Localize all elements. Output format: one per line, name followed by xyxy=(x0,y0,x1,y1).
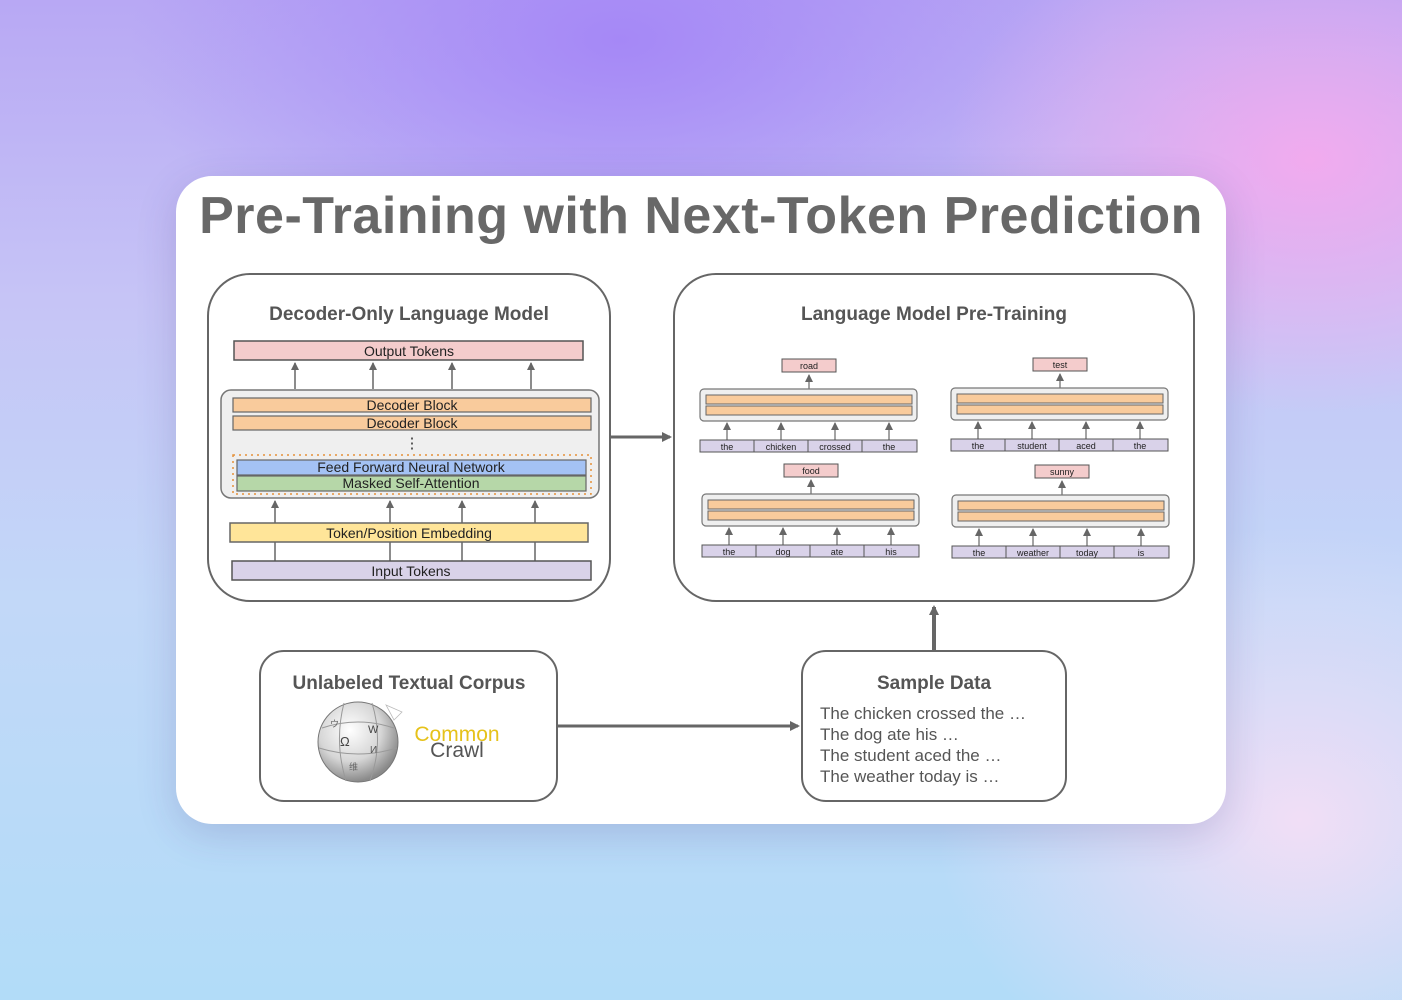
decoder-block-1 xyxy=(232,397,592,413)
common-crawl-logo-common: Common xyxy=(414,723,499,746)
example-output-label: food xyxy=(802,466,820,476)
masked-attention-label: Masked Self-Attention xyxy=(343,475,480,491)
example-decoder-block xyxy=(956,393,1164,404)
embedding-box xyxy=(229,522,589,543)
example-decoder-stack xyxy=(950,387,1169,421)
sample-panel-frame xyxy=(801,650,1067,802)
example-sunny: sunny the weather today is xyxy=(951,464,1170,559)
decoder-panel-title: Decoder-Only Language Model xyxy=(269,304,549,325)
pretraining-panel-title: Language Model Pre-Training xyxy=(801,304,1067,325)
example-decoder-block xyxy=(956,404,1164,415)
example-decoder-block xyxy=(957,511,1165,522)
decoder-panel: Decoder-Only Language Model Output Token… xyxy=(207,273,611,602)
example-input-label: the xyxy=(723,547,736,557)
example-input-label: the xyxy=(883,442,896,452)
svg-text:维: 维 xyxy=(349,761,358,772)
pretraining-panel: Language Model Pre-Training road the chi… xyxy=(673,273,1195,602)
input-tokens-box xyxy=(231,560,592,581)
example-output-box xyxy=(1034,464,1090,479)
example-input-label: the xyxy=(972,441,985,451)
stack-ellipsis: ⋮ xyxy=(405,435,420,452)
example-input-label: his xyxy=(885,547,897,557)
example-decoder-block xyxy=(707,499,915,510)
example-input-box xyxy=(1112,438,1169,452)
example-input-label: chicken xyxy=(766,442,797,452)
example-input-box xyxy=(1113,545,1170,559)
example-decoder-stack xyxy=(951,494,1170,528)
example-output-box xyxy=(781,358,837,373)
sample-line: The chicken crossed the … xyxy=(820,704,1026,723)
sample-panel-title: Sample Data xyxy=(877,673,991,694)
example-output-label: road xyxy=(800,361,818,371)
example-decoder-block xyxy=(707,510,915,521)
corpus-panel-title: Unlabeled Textual Corpus xyxy=(293,673,526,694)
example-input-label: weather xyxy=(1016,548,1049,558)
svg-text:ウ: ウ xyxy=(330,719,339,729)
decoder-block-1-label: Decoder Block xyxy=(366,397,458,413)
example-input-label: today xyxy=(1076,548,1099,558)
sample-line: The student aced the … xyxy=(820,746,1001,765)
example-output-label: sunny xyxy=(1050,467,1075,477)
example-input-label: student xyxy=(1017,441,1047,451)
decoder-block-detail-outline xyxy=(232,454,592,495)
example-output-label: test xyxy=(1053,360,1068,370)
example-output-box xyxy=(1032,357,1088,372)
decoder-block-2 xyxy=(232,415,592,431)
example-decoder-stack xyxy=(701,493,920,527)
example-input-label: dog xyxy=(775,547,790,557)
example-input-box xyxy=(861,439,918,453)
example-input-label: the xyxy=(1134,441,1147,451)
masked-attention-box xyxy=(236,475,587,492)
output-tokens-box xyxy=(233,340,584,361)
example-decoder-block xyxy=(957,500,1165,511)
feed-forward-box xyxy=(236,459,587,476)
example-decoder-stack xyxy=(699,388,918,422)
svg-text:И: И xyxy=(370,745,377,756)
corpus-panel: Unlabeled Textual Corpus Ω W И ウ 维 Commo… xyxy=(259,650,558,802)
example-decoder-block xyxy=(705,394,913,405)
example-input-label: the xyxy=(973,548,986,558)
embedding-arrows xyxy=(271,500,539,523)
input-lines xyxy=(274,542,536,561)
example-input-label: crossed xyxy=(819,442,851,452)
output-arrows xyxy=(291,362,535,389)
sample-line: The weather today is … xyxy=(820,767,1000,786)
sample-panel: Sample Data The chicken crossed the … Th… xyxy=(801,650,1067,802)
sample-line: The dog ate his … xyxy=(820,725,959,744)
wikipedia-globe-icon: Ω W И ウ 维 xyxy=(317,701,403,783)
example-input-label: ate xyxy=(831,547,844,557)
embedding-label: Token/Position Embedding xyxy=(326,525,492,541)
example-output-box xyxy=(783,463,839,478)
output-tokens-label: Output Tokens xyxy=(364,343,454,359)
decoder-block-2-label: Decoder Block xyxy=(366,415,458,431)
common-crawl-logo-crawl: Crawl xyxy=(430,739,484,762)
example-input-label: the xyxy=(721,442,734,452)
example-input-label: aced xyxy=(1076,441,1096,451)
feed-forward-label: Feed Forward Neural Network xyxy=(317,459,506,475)
example-test: test the student aced the xyxy=(950,357,1169,452)
example-input-box xyxy=(863,544,920,558)
svg-text:W: W xyxy=(368,724,379,736)
example-food: food the dog ate his xyxy=(701,463,920,558)
input-tokens-label: Input Tokens xyxy=(371,563,450,579)
example-road: road the chicken crossed the xyxy=(699,358,918,453)
svg-text:Ω: Ω xyxy=(340,734,350,749)
example-decoder-block xyxy=(705,405,913,416)
example-input-label: is xyxy=(1138,548,1145,558)
page-title: Pre-Training with Next-Token Prediction xyxy=(199,187,1203,245)
